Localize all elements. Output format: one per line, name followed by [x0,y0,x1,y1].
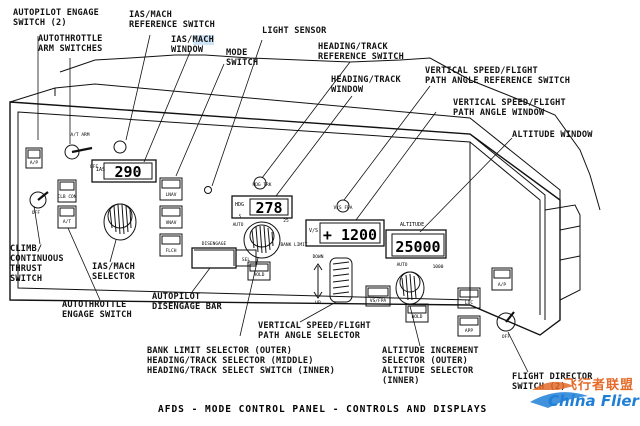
heading-knob [243,221,281,259]
alt-auto-label: AUTO [397,262,408,268]
alt-value: 25000 [395,238,440,256]
bank-5-label: 5 [239,214,242,220]
ap-button-right [491,267,513,291]
label-vs-fpa-selector: VERTICAL SPEED/FLIGHT PATH ANGLE SELECTO… [258,321,371,341]
hdg-trk-switch-label: HDG TRK [253,182,272,188]
hdg-value: 278 [255,199,282,217]
at-arm-off-label: OFF [90,164,98,170]
vs-tag: V/S [309,228,318,234]
label-heading-track-ref: HEADING/TRACK REFERENCE SWITCH [318,42,404,62]
vs-fpa-button [365,285,391,307]
loc-button [457,287,481,309]
fd-right-off-label: OFF [502,334,510,340]
down-label: DOWN [313,254,324,260]
light-sensor [204,186,212,194]
app-button [457,315,481,337]
auto-label: AUTO [233,222,244,228]
alt-1000-label: 1000 [433,264,444,270]
figure-caption: AFDS - MODE CONTROL PANEL - CONTROLS AND… [158,404,488,415]
fd-left-off-label: OFF [32,210,40,216]
vnav-label: VNAV [166,220,177,226]
hdg-window [231,195,293,219]
label-mode-switch: MODE SWITCH [226,48,259,68]
ias-value: 290 [114,163,141,181]
sel-button [235,249,257,267]
vs-fpa-switch-label: V/S FPA [334,205,353,211]
watermark-en: China Flier [548,392,639,410]
flch-button [159,233,183,257]
watermark-logo [530,381,588,408]
lnav-button [159,177,183,201]
ias-mach-knob [103,203,137,241]
ap-button-left [25,147,43,169]
at-arm-label: A/T ARM [71,132,90,138]
ias-tag: IAS [96,167,105,173]
label-autothrottle-engage: AUTOTHROTTLE ENGAGE SWITCH [62,300,132,320]
bank-25-label: 25 [283,218,289,224]
glareshield-outline [59,54,601,211]
hdg-hold-button [247,261,271,281]
ias-window [91,159,157,183]
ap-left-label: A/P [30,160,38,166]
ias-mach-window-highlight: MACH [192,35,214,45]
hdg-tag: HDG [235,202,244,208]
watermark-cn: 飞行者联盟 [564,378,635,393]
label-autopilot-disengage: AUTOPILOT DISENGAGE BAR [152,292,222,312]
disengage-label: DISENGAGE [202,241,227,247]
label-light-sensor: LIGHT SENSOR [262,26,327,36]
clb-con-button [57,179,77,203]
ias-mach-window-part3: WINDOW [171,45,204,55]
sel-label: SEL [242,257,250,263]
ap-right-label: A/P [498,282,506,288]
hdg-hold-label: HOLD [254,272,265,278]
fd-switch-right [496,312,516,332]
bank-limit-label: BANK LIMIT [280,242,307,248]
ias-mach-window-part1: IAS/ [171,35,193,45]
vs-fpa-button-label: VS/FPA [370,298,387,304]
label-ias-mach-ref: IAS/MACH REFERENCE SWITCH [129,10,215,30]
label-altitude-increment: ALTITUDE INCREMENT SELECTOR (OUTER) ALTI… [382,346,479,386]
vnav-button [159,205,183,229]
label-climb-continuous: CLIMB/ CONTINUOUS THRUST SWITCH [10,244,64,284]
vs-thumbwheel [329,257,353,303]
panel-body [9,101,561,336]
clb-con-label: CLB CON [58,194,77,200]
disengage-bar [191,247,237,269]
loc-label: LOC [465,300,473,306]
label-autopilot-engage-switch: AUTOPILOT ENGAGE SWITCH (2) [13,8,99,28]
altitude-window [385,229,447,259]
label-autothrottle-arm: AUTOTHROTTLE ARM SWITCHES [38,34,103,54]
vs-window [305,219,385,247]
alt-hold-label: HOLD [412,314,423,320]
vs-value: + 1200 [323,226,377,244]
label-bank-limit-selector: BANK LIMIT SELECTOR (OUTER) HEADING/TRAC… [147,346,336,376]
label-altitude-window: ALTITUDE WINDOW [512,130,593,140]
alt-tag: ALTITUDE [400,222,424,228]
app-label: APP [465,328,473,334]
label-ias-mach-selector: IAS/MACH SELECTOR [92,262,135,282]
label-heading-track-window: HEADING/TRACK WINDOW [331,75,401,95]
flch-label: FLCH [166,248,177,254]
lnav-label: LNAV [166,192,177,198]
alt-hold-button [405,303,429,323]
label-ias-mach-window: IAS/MACH WINDOW [171,35,214,55]
label-vs-fpa-window: VERTICAL SPEED/FLIGHT PATH ANGLE WINDOW [453,98,566,118]
at-label: A/T [63,219,71,225]
label-vs-fpa-ref: VERTICAL SPEED/FLIGHT PATH ANGLE REFEREN… [425,66,571,86]
up-label: UP [315,300,321,306]
at-button [57,205,77,229]
